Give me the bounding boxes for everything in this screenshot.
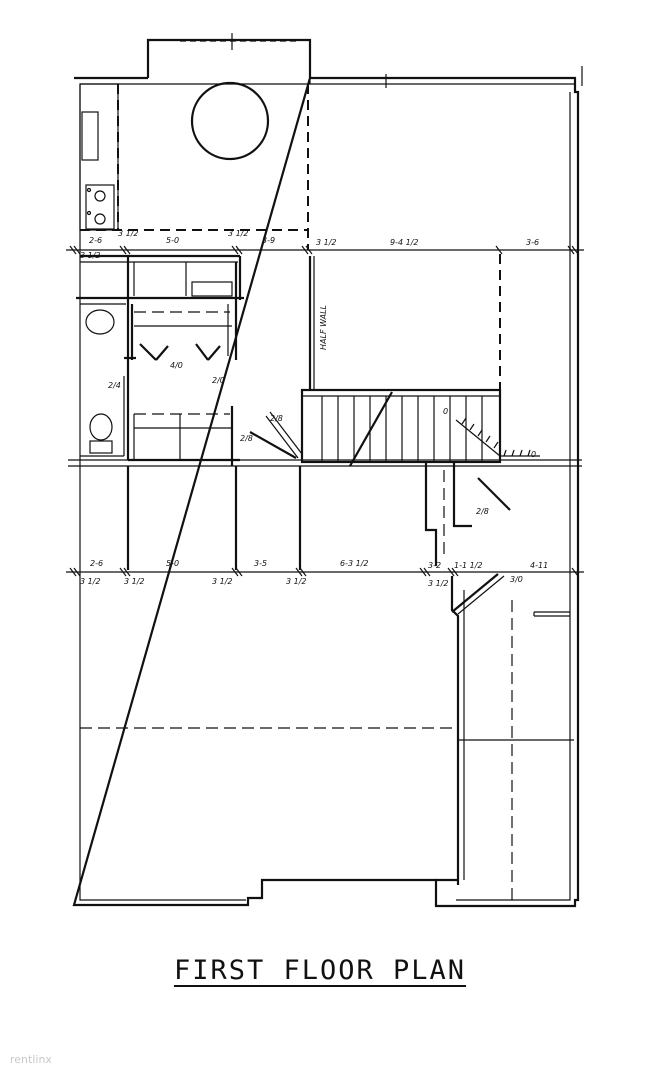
dim-lower-below-3: 3 1/2 [286,577,307,586]
dim-lower-below-2: 3 1/2 [212,577,233,586]
exterior-walls [72,66,583,908]
mid-wall [68,459,582,570]
dim-upper-2: 5-0 [166,236,179,245]
bay-window [146,33,312,78]
dim-upper-3: 3 1/2 [228,229,249,238]
door-label-2-8-c: 2/8 [476,507,489,516]
stair-label-0: 0 [443,407,448,416]
door-label-2-8-a: 2/8 [270,414,283,423]
dimension-line-lower: 2-6 5-0 3-5 6-3 1/2 3-2 1-1 1/2 4-11 3 1… [66,559,584,588]
dim-upper-4: 3-9 [262,236,275,245]
dim-upper-5: 3 1/2 [316,238,337,247]
dim-lower-5: 1-1 1/2 [454,561,482,570]
dim-upper-7: 3-6 [526,238,539,247]
plan-title: FIRST FLOOR PLAN [173,955,467,986]
dim-lower-6: 4-11 [530,561,548,570]
dim-lower-below-4: 3 1/2 [428,579,449,588]
dim-lower-4: 3-2 [428,561,441,570]
stairs: HALF WALL 0 0 [300,254,540,467]
dim-upper-6: 9-4 1/2 [390,238,418,247]
door-label-3-0: 3/0 [510,575,523,584]
half-wall-note: HALF WALL [319,305,328,350]
dimension-line-upper: 2-6 3 1/2 5-0 3 1/2 3-9 3 1/2 9-4 1/2 3-… [66,229,584,260]
door-label-2-0: 2/0 [212,376,225,385]
closet: 2/8 [424,462,511,566]
dim-upper-1: 3 1/2 [118,229,139,238]
dim-lower-1: 5-0 [166,559,179,568]
watermark-text: rentlinx [10,1053,52,1066]
door-label-4-0: 4/0 [170,361,183,370]
door-label-2-8-b: 2/8 [240,434,253,443]
dim-lower-2: 3-5 [254,559,267,568]
garage: 3/0 [80,573,574,900]
dim-lower-0: 2-6 [90,559,103,568]
stair-label-0b: 0 [531,450,536,459]
kitchen [79,81,309,250]
door-label-2-4: 2/4 [108,381,121,390]
dim-upper-0: 2-6 [89,236,102,245]
dim-lower-3: 6-3 1/2 [340,559,368,568]
dim-lower-below-0: 3 1/2 [80,577,101,586]
utility-rooms: 4/0 2/0 2/4 2/8 2/8 [76,254,303,466]
dim-lower-below-1: 3 1/2 [124,577,145,586]
table-circle [190,81,270,161]
